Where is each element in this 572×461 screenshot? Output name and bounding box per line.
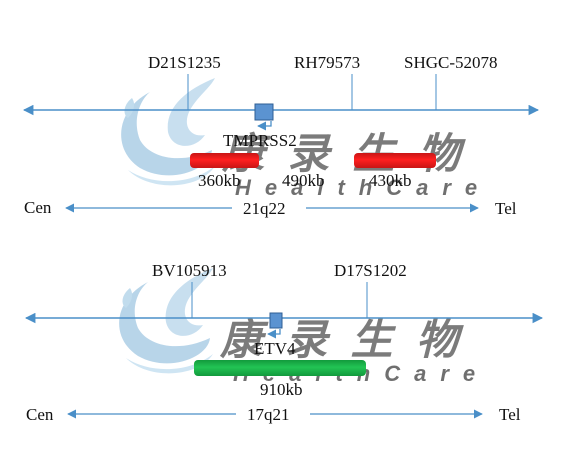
gene-box [254,103,274,121]
tel-label: Tel [495,199,517,218]
probe-bar-green [194,360,366,376]
gene-direction-arrow [267,329,281,339]
watermark-en-text: HealthCare [235,175,491,200]
probe-size-label: 360kb [198,171,241,190]
tel-label: Tel [499,405,521,424]
marker-label: BV105913 [152,261,227,280]
marker-label: SHGC-52078 [404,53,498,72]
probe-size-label: 490kb [282,171,325,190]
gene-direction-arrow [257,121,272,131]
marker-label: D21S1235 [148,53,221,72]
band-label: 17q21 [247,405,290,424]
cen-label: Cen [24,198,52,217]
marker-label: D17S1202 [334,261,407,280]
probe-bar-red [354,153,436,168]
band-label: 21q22 [243,199,286,218]
gene-label: TMPRSS2 [223,131,297,150]
watermark-logo [119,268,213,374]
cen-label: Cen [26,405,54,424]
gene-box [269,312,283,329]
probe-size-label: 430kb [369,171,412,190]
probe-bar-red [190,153,259,168]
probe-size-label: 910kb [260,380,303,399]
marker-label: RH79573 [294,53,360,72]
watermark-logo [121,78,215,186]
gene-label: ETV4 [254,339,296,358]
